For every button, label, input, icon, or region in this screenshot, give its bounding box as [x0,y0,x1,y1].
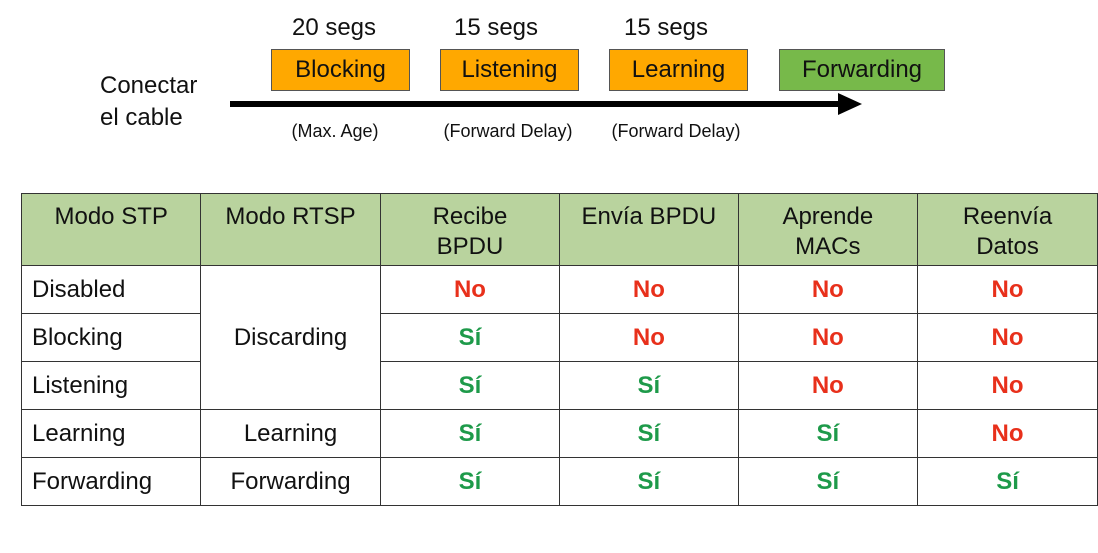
cell-envia-bpdu: No [559,265,739,314]
header-reenvia-datos: Reenvía Datos [917,193,1098,266]
cell-reenvia-datos: No [917,361,1098,410]
timing-listening: 15 segs [453,14,539,41]
header-aprende-macs: Aprende MACs [737,193,919,266]
cell-recibe-bpdu: Sí [379,361,561,410]
row-stp-mode: Forwarding [20,457,202,506]
state-blocking: Blocking [271,49,410,91]
header-modo-rtsp: Modo RTSP [200,193,381,266]
row-stp-mode: Listening [20,361,202,410]
table-row: Learning Learning Sí Sí Sí No [20,409,1098,458]
table-row: Blocking Sí No No No [20,313,1098,362]
cell-recibe-bpdu: Sí [379,409,561,458]
state-listening: Listening [440,49,579,91]
cell-aprende-macs: No [737,265,919,314]
cell-reenvia-datos: No [917,313,1098,362]
timing-learning: 15 segs [623,14,709,41]
header-modo-stp: Modo STP [20,193,202,266]
delay-learning: (Forward Delay) [611,121,741,141]
row-stp-mode: Blocking [20,313,202,362]
rstp-discarding: Discarding [200,265,381,410]
table-row: Listening Sí Sí No No [20,361,1098,410]
cell-reenvia-datos: No [917,265,1098,314]
stp-rstp-table: Modo STP Modo RTSP Recibe BPDU Envía BPD… [20,193,1098,506]
cell-envia-bpdu: Sí [559,409,739,458]
rstp-forwarding: Forwarding [200,457,381,506]
delay-blocking: (Max. Age) [291,121,379,141]
header-envia-bpdu: Envía BPDU [559,193,739,266]
connect-label-line2: el cable [100,104,183,131]
delay-listening: (Forward Delay) [443,121,573,141]
cell-reenvia-datos: Sí [917,457,1098,506]
timing-blocking: 20 segs [291,14,377,41]
cell-aprende-macs: No [737,313,919,362]
timeline-arrowhead-icon [838,93,862,115]
cell-envia-bpdu: No [559,313,739,362]
cell-recibe-bpdu: No [379,265,561,314]
cell-recibe-bpdu: Sí [379,457,561,506]
cell-envia-bpdu: Sí [559,361,739,410]
cell-aprende-macs: Sí [737,457,919,506]
cell-aprende-macs: No [737,361,919,410]
table-row: Disabled Discarding No No No No [20,265,1098,410]
state-forwarding: Forwarding [779,49,945,91]
state-learning: Learning [609,49,748,91]
header-recibe-bpdu: Recibe BPDU [379,193,561,266]
row-stp-mode: Learning [20,409,202,458]
cell-envia-bpdu: Sí [559,457,739,506]
cell-recibe-bpdu: Sí [379,313,561,362]
cell-aprende-macs: Sí [737,409,919,458]
table-header-row: Modo STP Modo RTSP Recibe BPDU Envía BPD… [20,193,1098,266]
cell-reenvia-datos: No [917,409,1098,458]
timeline-arrow-shaft [230,101,840,107]
rstp-learning: Learning [200,409,381,458]
connect-cable-label: Conectar el cable [100,70,197,134]
row-stp-mode: Disabled [20,265,202,314]
connect-label-line1: Conectar [100,72,198,99]
table-row: Forwarding Forwarding Sí Sí Sí Sí [20,457,1098,506]
